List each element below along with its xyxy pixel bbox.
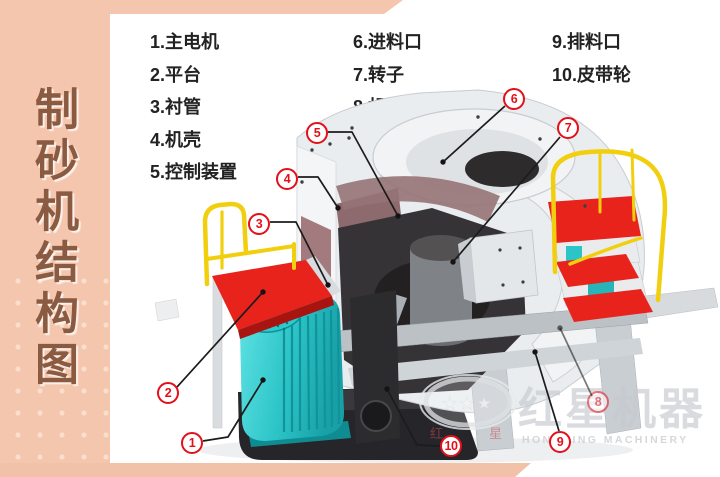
leader-dot-7 xyxy=(450,259,456,265)
callout-3: 3 xyxy=(248,213,270,235)
page-title: 制砂机结构图 xyxy=(28,86,77,392)
callout-5: 5 xyxy=(306,122,328,144)
callout-10: 10 xyxy=(440,435,462,457)
legend-item-1: 1.主电机 xyxy=(150,32,220,52)
leader-dot-10 xyxy=(384,386,390,392)
side-panel xyxy=(0,0,110,477)
legend-item-2: 2.平台 xyxy=(150,64,202,85)
rotor-top xyxy=(410,235,472,261)
legend-column-1: 1.主电机 2.平台 3.衬管 4.机壳 5.控制装置 xyxy=(150,26,237,189)
leader-line-1 xyxy=(202,379,264,442)
leader-line-8 xyxy=(559,327,593,397)
legend-item-7: 7.转子 xyxy=(353,64,405,85)
callout-2: 2 xyxy=(157,382,179,404)
leader-dot-9 xyxy=(532,349,538,355)
leader-line-10 xyxy=(386,388,441,447)
watermark-ring xyxy=(423,376,513,428)
legend-item-9: 9.排料口 xyxy=(552,32,622,52)
feed-inlet-opening xyxy=(465,151,539,187)
legend-column-3: 9.排料口 10.皮带轮 xyxy=(552,26,631,91)
leader-line-5 xyxy=(328,131,399,217)
belt-pulley xyxy=(360,400,392,432)
right-stairs xyxy=(548,196,653,322)
top-accent-band xyxy=(0,0,403,14)
leader-line-9 xyxy=(534,351,560,432)
left-railing xyxy=(202,201,296,287)
leader-line-2 xyxy=(176,291,264,388)
leader-dot-6 xyxy=(440,159,446,165)
watermark-stars: ★★★ xyxy=(442,394,494,413)
frame-beam-lower xyxy=(348,338,643,386)
callout-1: 1 xyxy=(181,432,203,454)
bracket-bolts xyxy=(498,246,525,287)
callout-4: 4 xyxy=(276,168,298,190)
leader-line-3 xyxy=(270,221,329,286)
leader-dot-5 xyxy=(395,213,401,219)
legend-item-10: 10.皮带轮 xyxy=(552,64,632,85)
motor-fins xyxy=(282,307,341,432)
platform-deck xyxy=(212,260,332,330)
bottom-accent-band xyxy=(0,463,531,477)
polka-dot-pattern xyxy=(0,262,110,477)
legend-item-3: 3.衬管 xyxy=(150,97,202,118)
callout-8: 8 xyxy=(587,391,609,413)
watermark-stamp-1: 红 xyxy=(430,426,443,441)
leader-line-6 xyxy=(442,105,506,163)
watermark-ring-outer xyxy=(419,374,517,430)
watermark-stamp-2: 星 xyxy=(489,426,502,441)
leader-dot-4 xyxy=(335,205,341,211)
right-railing xyxy=(550,148,668,303)
callout-6: 6 xyxy=(503,88,525,110)
legend-item-5: 5.控制装置 xyxy=(150,162,238,183)
casing-bolts xyxy=(300,115,587,208)
leader-dot-2 xyxy=(260,289,266,295)
rotor-bracket-side xyxy=(458,238,476,303)
leader-dot-3 xyxy=(325,282,331,288)
legend-item-4: 4.机壳 xyxy=(150,129,202,150)
side-shelf xyxy=(154,298,180,322)
leader-dot-8 xyxy=(557,325,563,331)
callout-7: 7 xyxy=(557,117,579,139)
legend-item-6: 6.进料口 xyxy=(353,32,423,52)
platform-edge xyxy=(238,296,334,339)
leader-dot-1 xyxy=(260,377,266,383)
callout-9: 9 xyxy=(549,431,571,453)
liner-arc xyxy=(336,176,500,222)
leader-line-4 xyxy=(298,176,339,209)
leader-line-7 xyxy=(452,136,561,263)
watermark-logo-cn: 红星机器 xyxy=(518,385,706,434)
